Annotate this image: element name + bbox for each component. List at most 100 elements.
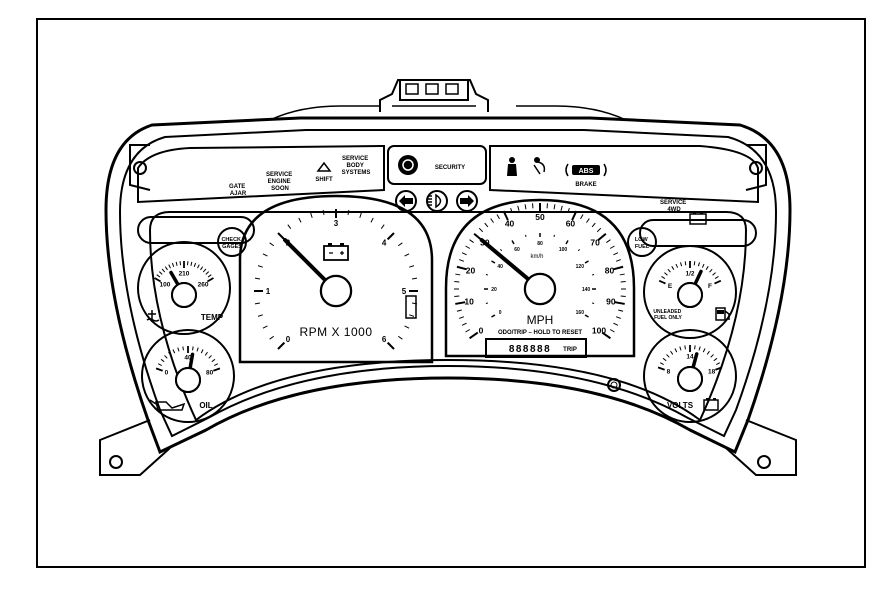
gauge-tick <box>712 272 716 276</box>
gauge-tick <box>411 277 418 280</box>
gauge-tick <box>662 357 667 362</box>
gauge-tick <box>664 272 668 276</box>
trip-label: TRIP <box>563 347 577 353</box>
gauge-tick-label: 160 <box>576 310 585 316</box>
gauge-tick <box>525 234 527 237</box>
mounting-tab-bottom-left <box>99 419 171 476</box>
mounting-tab-top-left <box>129 144 151 191</box>
warning-strip-left: GATE AJAR SERVICE ENGINE SOON SHIFT SERV… <box>137 144 385 204</box>
shift-arrow-icon <box>316 161 332 172</box>
gauge-tick <box>398 335 403 340</box>
gauge-hub <box>677 366 703 392</box>
service-body-systems-light: SERVICE BODY SYSTEMS <box>342 156 371 176</box>
gauge-tick <box>398 242 403 247</box>
gauge-tick <box>496 214 500 220</box>
gauge-tick <box>409 314 415 317</box>
gauge-tick-label: F <box>708 283 712 290</box>
seatbelt-icon <box>507 157 517 176</box>
connector-icon <box>379 79 489 112</box>
gauge-tick-label: 40 <box>184 354 192 361</box>
gauge-tick <box>205 271 210 275</box>
gauge-tick <box>491 260 496 264</box>
gauge-tick <box>571 210 578 221</box>
gauge-tick <box>182 346 184 351</box>
gauge-tick <box>702 348 706 353</box>
gauge-tick <box>591 222 596 228</box>
gauge-tick <box>459 316 465 319</box>
gauge-tick <box>411 302 418 305</box>
gauge-tick-label: 40 <box>497 264 503 270</box>
gauge-tick <box>485 274 488 276</box>
gauge-tick <box>484 222 489 228</box>
svg-text:ABS: ABS <box>579 168 594 175</box>
gauge-tick-label: 6 <box>382 335 387 344</box>
gauge-tick <box>380 224 385 229</box>
gauge-tick <box>671 266 675 270</box>
shift-light: SHIFT <box>315 177 333 183</box>
gauge-tick <box>675 263 679 268</box>
gauge-tick <box>347 209 350 216</box>
gauge-tick <box>404 325 410 329</box>
odometer-display: 888888 TRIP <box>485 338 587 358</box>
gauge-tick <box>193 262 197 267</box>
brake-light: BRAKE <box>575 182 596 188</box>
battery-icon-small <box>689 212 707 225</box>
gauge-tick-label: 0 <box>286 335 291 344</box>
gauge-tick <box>190 261 193 266</box>
gauge-tick-label: 80 <box>605 265 615 275</box>
turn-signal-right-icon <box>456 190 478 212</box>
svg-text:LOW FUEL: LOW FUEL <box>635 237 650 250</box>
gauge-tick <box>657 366 665 371</box>
fuel-gauge: UNLEADED FUEL ONLY E1/2F <box>643 245 737 339</box>
gauge-tick <box>592 302 595 304</box>
gauge-tick <box>262 253 268 257</box>
diagram-frame <box>36 18 866 568</box>
gauge-tick-label: 0 <box>499 310 502 316</box>
gauge-tick <box>597 232 607 241</box>
gauge-tick <box>456 265 467 271</box>
gauge-tick <box>609 245 615 249</box>
gauge-tick-label: 3 <box>334 219 339 228</box>
gauge-tick <box>158 271 163 275</box>
battery-icon-volts <box>703 398 719 411</box>
volts-gauge-label: VOLTS <box>667 401 694 410</box>
gauge-hub <box>320 275 352 307</box>
gauge-tick-label: 40 <box>505 219 515 229</box>
gauge-tick-label: 0 <box>479 325 484 335</box>
gauge-tick <box>580 214 584 220</box>
gauge-tick <box>202 268 207 273</box>
gauge-tick <box>386 341 395 350</box>
gauge-tick-label: 210 <box>179 270 190 277</box>
gauge-tick <box>714 279 722 285</box>
gauge-hub <box>677 282 703 308</box>
temp-gauge-label: TEMP <box>201 313 224 322</box>
gauge-tick <box>164 266 168 271</box>
gauge-tick <box>500 249 503 252</box>
gauge-tick <box>469 239 474 243</box>
trip-reset-knob[interactable] <box>607 378 621 392</box>
gauge-tick <box>615 259 621 262</box>
gauge-tick <box>164 355 168 359</box>
gauge-tick <box>684 345 686 350</box>
gauge-tick <box>586 218 590 223</box>
gauge-tick <box>584 260 589 264</box>
gauge-tick-label: 80 <box>206 369 214 376</box>
gauge-tick <box>465 329 471 333</box>
speedometer: km/h MPH ODO/TRIP – HOLD TO RESET 888888… <box>444 198 636 358</box>
speedo-label: MPH <box>527 313 554 327</box>
gauge-tick-label: 260 <box>198 281 209 288</box>
gauge-tick <box>709 268 713 273</box>
gauge-tick-label: 90 <box>606 296 616 306</box>
gate-ajar-light: GATE AJAR <box>229 184 247 197</box>
gauge-tick <box>698 346 701 351</box>
gauge-tick <box>615 316 621 319</box>
gauge-tick <box>322 209 325 216</box>
mounting-tab-bottom-right <box>725 419 797 476</box>
fuel-pump-icon <box>715 307 730 321</box>
svg-text:SERVICE 4WD: SERVICE 4WD <box>660 200 688 213</box>
gauge-tick <box>614 301 625 305</box>
gauge-tick <box>404 253 410 257</box>
gauge-tick <box>154 277 162 283</box>
